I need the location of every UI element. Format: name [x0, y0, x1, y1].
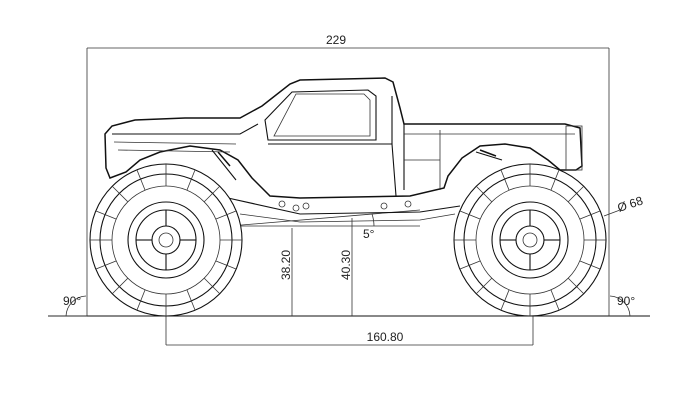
- approach-angle-indicator: 90°: [48, 294, 87, 317]
- tire-diameter-callout: Ø 68: [603, 193, 645, 217]
- departure-angle-indicator: 90°: [609, 294, 635, 317]
- breakover-angle-indicator: 5°: [229, 209, 421, 241]
- front-wheel: [89, 163, 243, 317]
- overall-length-label: 229: [326, 33, 346, 47]
- approach-angle-label: 90°: [63, 294, 81, 308]
- rear-wheel: [453, 163, 607, 317]
- rear-clearance-label: 40.30: [339, 250, 353, 280]
- front-clearance-label: 38.20: [279, 250, 293, 280]
- breakover-angle-label: 5°: [363, 227, 375, 241]
- rear-clearance-dimension: 40.30: [339, 218, 353, 316]
- departure-angle-label: 90°: [617, 294, 635, 308]
- wheelbase-dimension: 160.80: [165, 316, 534, 346]
- wheelbase-label: 160.80: [367, 330, 404, 344]
- tire-diameter-label: Ø 68: [616, 193, 645, 214]
- front-clearance-dimension: 38.20: [279, 228, 293, 316]
- truck-body: [104, 77, 583, 223]
- overall-length-dimension: 229: [86, 33, 610, 316]
